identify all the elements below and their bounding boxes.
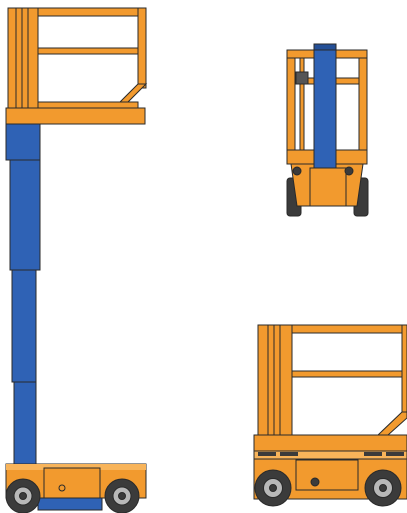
wheel-rear xyxy=(104,478,140,513)
chassis-slots xyxy=(258,452,404,456)
wheel-front xyxy=(5,478,41,513)
stowed-wheel-front xyxy=(254,469,292,507)
control-box-icon xyxy=(295,71,309,85)
chassis-panel xyxy=(43,467,101,499)
stowed-chassis-port-icon xyxy=(310,477,320,487)
chassis-port-icon xyxy=(58,484,66,492)
lift-side-stowed-view xyxy=(253,324,407,507)
mast-stowed-rear xyxy=(313,43,337,169)
mast-extended xyxy=(5,123,41,465)
stowed-platform-rail xyxy=(257,324,407,436)
platform-rail xyxy=(7,7,148,111)
lift-rear-view xyxy=(286,43,369,217)
platform-deck xyxy=(5,107,146,125)
stowed-platform-deck xyxy=(253,434,407,452)
rear-chassis xyxy=(286,149,368,207)
base-skid xyxy=(37,497,103,511)
lift-side-extended-view xyxy=(5,7,148,513)
stowed-wheel-rear xyxy=(364,469,402,507)
